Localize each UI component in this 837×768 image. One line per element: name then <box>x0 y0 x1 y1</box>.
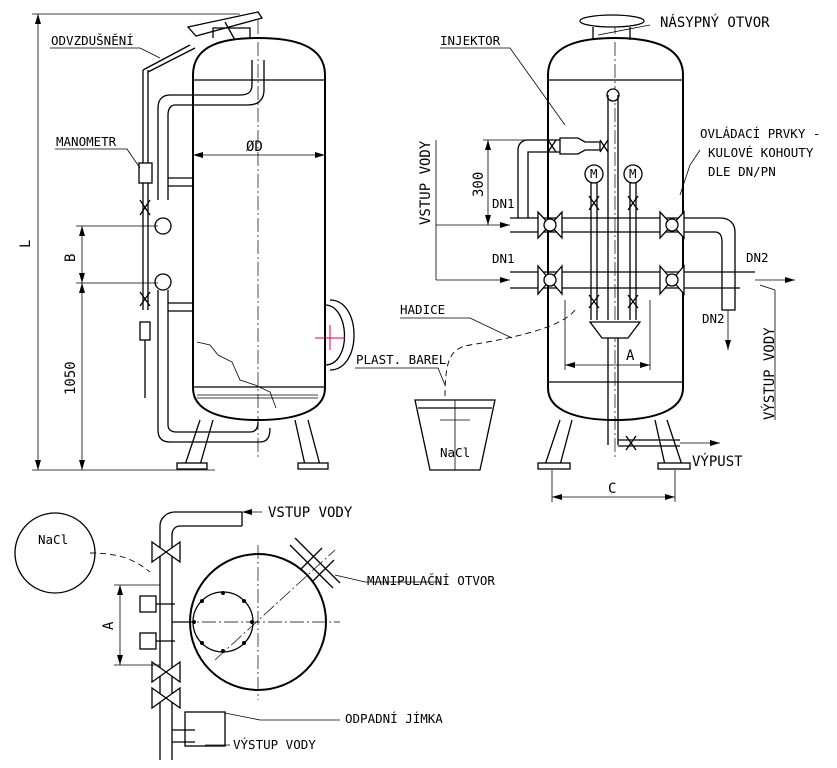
plan-view: NaCl VSTUP VODY MANIPULAČNÍ OTVOR A ODPA… <box>14 505 495 760</box>
front-pipe-upper <box>510 217 736 300</box>
front-view: NÁSYPNÝ OTVOR INJEKTOR VSTUP VODY 300 DN… <box>355 14 820 502</box>
label-plast-barel: PLAST. BAREL <box>356 352 446 367</box>
label-odpadni-jimka: ODPADNÍ JÍMKA <box>345 711 443 726</box>
label-nasypny-otvor: NÁSYPNÝ OTVOR <box>660 14 770 31</box>
label-ovladaci-3: DLE DN/PN <box>708 164 776 179</box>
side-cutaway <box>196 341 277 409</box>
label-manometr: MANOMETR <box>56 134 117 149</box>
label-nacl-barel: NaCl <box>440 445 470 460</box>
label-vstup-vody-plan: VSTUP VODY <box>268 505 353 521</box>
front-distributor <box>588 321 642 339</box>
label-dim-300: 300 <box>471 172 487 197</box>
label-odvzdusneni: ODVZDUŠNĚNÍ <box>51 33 134 48</box>
label-dn1-lower: DN1 <box>492 251 515 266</box>
label-manometer-2: M <box>629 166 637 181</box>
side-vent-line <box>142 44 196 310</box>
front-pipe-lower <box>510 271 755 289</box>
label-hadice: HADICE <box>400 302 445 317</box>
plan-manhole <box>289 537 341 589</box>
label-vystup-vody-plan: VÝSTUP VODY <box>233 737 316 752</box>
front-fill-opening <box>579 14 645 28</box>
label-dim-B: B <box>63 254 79 262</box>
manometer-2 <box>623 164 643 184</box>
side-valve-lower <box>154 273 172 291</box>
label-dn2-down: DN2 <box>702 311 725 326</box>
label-manipulacni-otvor: MANIPULAČNÍ OTVOR <box>367 573 495 588</box>
manometer-1 <box>584 164 604 184</box>
waste-sump <box>184 711 226 747</box>
side-dimensions <box>32 13 325 471</box>
label-ovladaci-1: OVLÁDACÍ PRVKY - <box>700 126 820 141</box>
plastic-barrel <box>414 399 496 471</box>
label-dim-1050: 1050 <box>63 361 79 395</box>
label-dim-A-front: A <box>626 348 635 364</box>
injector <box>559 137 601 155</box>
side-fill-opening <box>212 27 251 38</box>
label-injektor: INJEKTOR <box>440 33 501 48</box>
label-diameter: ØD <box>246 139 263 155</box>
front-vessel-body <box>547 36 684 422</box>
label-vypust: VÝPUST <box>692 453 743 470</box>
side-manhole <box>324 304 346 366</box>
label-dim-A-plan: A <box>101 621 117 630</box>
hose <box>444 309 576 399</box>
side-vessel-body <box>192 36 326 422</box>
plan-nacl-tank <box>14 512 96 594</box>
label-vstup-vody-vertical: VSTUP VODY <box>418 140 434 225</box>
label-manometer-1: M <box>590 166 598 181</box>
manometer-symbol <box>138 162 153 184</box>
label-dim-L: L <box>18 240 34 248</box>
side-leg-right <box>294 419 321 466</box>
label-vystup-vody-vertical: VÝSTUP VODY <box>761 327 778 420</box>
label-dn2-right: DN2 <box>746 250 769 265</box>
side-pipe-bottom <box>157 290 271 443</box>
plan-pipe-inlet <box>159 511 242 760</box>
front-valves <box>537 210 685 296</box>
label-ovladaci-2: KULOVÉ KOHOUTY <box>708 145 814 160</box>
label-nacl-circle: NaCl <box>38 532 68 547</box>
side-view: ODVZDUŠNĚNÍ MANOMETR ØD L B 1050 <box>18 11 355 471</box>
side-pipe-top <box>157 60 253 200</box>
label-dim-C: C <box>608 481 616 497</box>
label-dn1-upper: DN1 <box>492 196 515 211</box>
